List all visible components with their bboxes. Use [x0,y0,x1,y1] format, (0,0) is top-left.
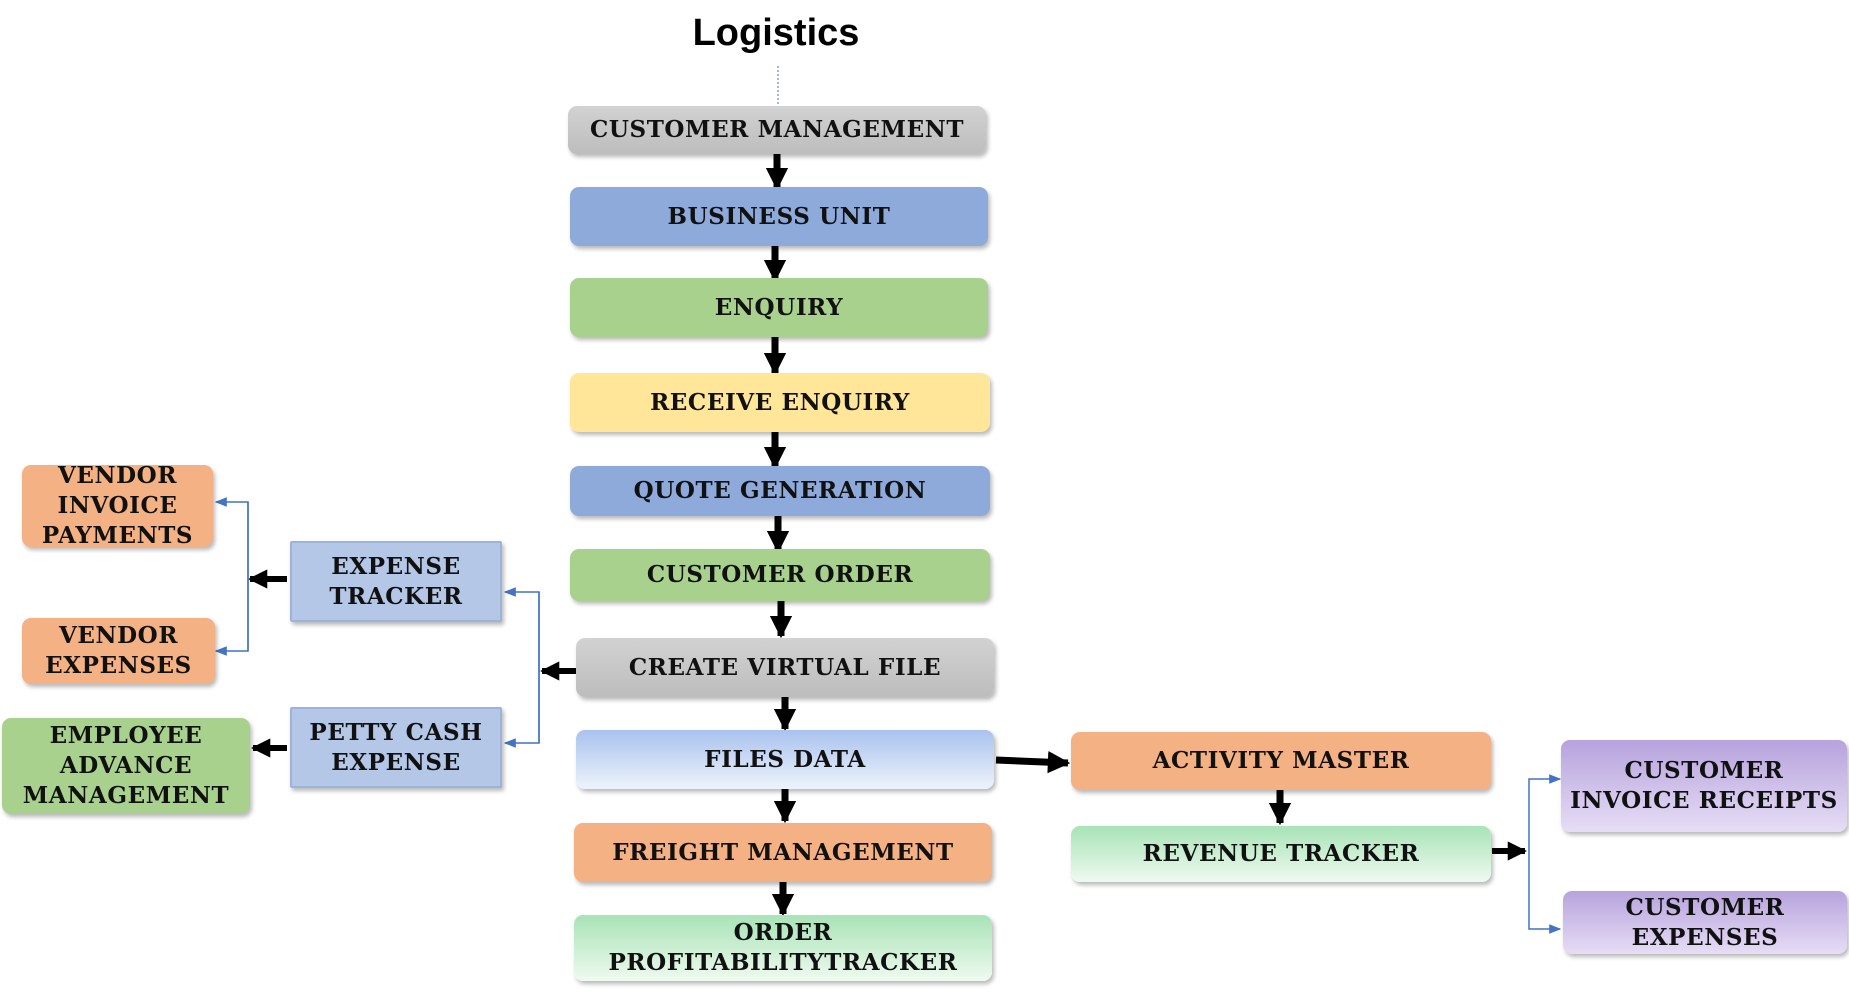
connector-branch-to-customer-receipts [1528,774,1562,851]
node-employee-advance-management: EMPLOYEE ADVANCE MANAGEMENT [2,718,250,814]
node-quote-generation: QUOTE GENERATION [570,466,990,516]
connector-left-to-expense-tracker [503,587,540,743]
connector-branch-to-customer-expenses [1528,851,1562,934]
node-customer-order: CUSTOMER ORDER [570,549,990,601]
node-business-unit: BUSINESS UNIT [570,187,988,246]
arrow-files-data-to-activity-master [995,750,1071,774]
node-order-profitability-tracker: ORDER PROFITABILITYTRACKER [574,915,992,981]
node-customer-expenses: CUSTOMER EXPENSES [1563,891,1847,954]
node-customer-invoice-receipts: CUSTOMER INVOICE RECEIPTS [1561,740,1847,832]
node-vendor-invoice-payments: VENDOR INVOICE PAYMENTS [22,462,213,549]
node-freight-management: FREIGHT MANAGEMENT [574,823,992,882]
connector-vendor-branch-to-invoice-payments [214,497,249,651]
node-revenue-tracker: REVENUE TRACKER [1071,826,1491,882]
node-vendor-expenses: VENDOR EXPENSES [22,618,215,684]
node-petty-cash-expense: PETTY CASH EXPENSE [290,707,502,788]
node-receive-enquiry: RECEIVE ENQUIRY [570,373,990,432]
connector-left-to-petty-cash [503,592,540,748]
node-enquiry: ENQUIRY [570,278,988,337]
node-customer-management: CUSTOMER MANAGEMENT [568,106,986,154]
node-expense-tracker: EXPENSE TRACKER [290,541,502,622]
node-activity-master: ACTIVITY MASTER [1071,732,1491,790]
connector-vendor-branch-to-vendor-expenses [214,502,249,656]
node-create-virtual-file: CREATE VIRTUAL FILE [576,638,994,697]
diagram-title: Logistics [692,12,860,54]
node-files-data: FILES DATA [576,730,994,789]
